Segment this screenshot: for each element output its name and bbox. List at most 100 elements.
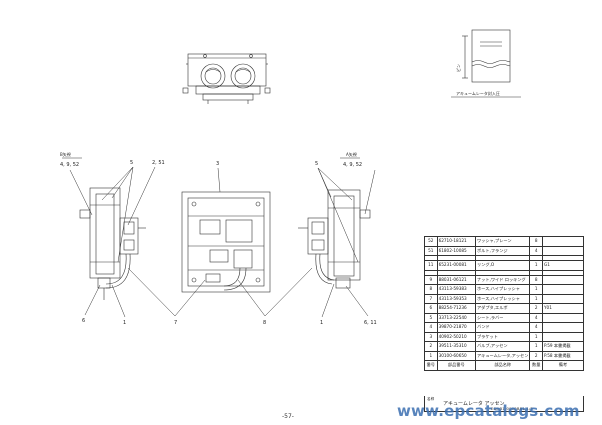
leader-lines <box>69 166 376 318</box>
cell-name <box>474 255 531 261</box>
title-block: 名称 アキュームレータ アッセン EDAB1-0000BB1 1/5 <box>424 396 584 412</box>
cell-part-no: 43113-59353 <box>436 293 476 304</box>
cell-qty: 8 <box>529 236 543 247</box>
cell-part-no: 40902-50210 <box>436 331 476 342</box>
cell-remarks <box>542 255 584 261</box>
callout-8: 8 <box>263 320 266 326</box>
header-remarks: 備考 <box>542 360 584 371</box>
cell-remarks <box>542 245 584 256</box>
title-block-label: 名称 <box>427 397 435 401</box>
cell-no: 6 <box>424 303 438 314</box>
cell-remarks <box>542 269 584 276</box>
cell-qty: 1 <box>529 284 543 295</box>
cell-no: 52 <box>424 236 438 247</box>
callout-6-11: 6, 11 <box>364 320 377 326</box>
cell-part-no: 33713-22540 <box>436 312 476 323</box>
cell-part-no: 65231-00081 <box>436 260 476 271</box>
cell-remarks: G1 <box>542 260 584 271</box>
cell-qty: 1 <box>529 260 543 271</box>
cell-no: 51 <box>424 245 438 256</box>
callout-5-right: 5 <box>315 161 318 167</box>
cell-name: バンド <box>474 322 531 333</box>
cell-remarks <box>542 236 584 247</box>
cell-no: 3 <box>424 331 438 342</box>
cell-remarks: P.59 本書掲載 <box>542 341 584 352</box>
cell-name: シート,ラバー <box>474 312 531 323</box>
table-row <box>424 269 584 276</box>
header-qty: 数量 <box>529 360 543 371</box>
cell-qty: 2 <box>529 350 543 361</box>
cell-qty: 1 <box>529 293 543 304</box>
cell-remarks <box>542 274 584 285</box>
cell-no: 5 <box>424 312 438 323</box>
accumulator-inset <box>451 21 524 98</box>
center-bracket-view <box>181 191 271 293</box>
cell-qty: 2 <box>529 303 543 314</box>
cell-name: ホース,ハイプレッシャ <box>474 293 531 304</box>
cell-part-no <box>436 255 476 261</box>
callout-4-9-52-right: 4, 9, 52 <box>343 162 362 168</box>
cell-qty: 1 <box>529 341 543 352</box>
left-side-view <box>79 187 146 300</box>
cell-remarks: P.58 本書掲載 <box>542 350 584 361</box>
cell-no: 11 <box>424 260 438 271</box>
page-number: -57- <box>282 413 294 420</box>
cell-remarks <box>542 322 584 333</box>
callout-3: 3 <box>216 161 219 167</box>
header-part-no: 部品番号 <box>436 360 476 371</box>
cell-part-no: 39870-21870 <box>436 322 476 333</box>
cell-part-no: 62710-18121 <box>436 236 476 247</box>
cell-no: 9 <box>424 274 438 285</box>
cell-name: ホース,ハイプレッシャ <box>474 284 531 295</box>
cell-no: 7 <box>424 293 438 304</box>
inset-side-label: ピン <box>456 64 461 72</box>
cell-no: 2 <box>424 341 438 352</box>
cell-name: アダプタ,エルボ <box>474 303 531 314</box>
cell-part-no <box>436 269 476 276</box>
cell-no: 8 <box>424 284 438 295</box>
header-name: 部品名称 <box>474 360 531 371</box>
cell-qty: 4 <box>529 312 543 323</box>
cell-part-no: 88254-71236 <box>436 303 476 314</box>
table-row <box>424 255 584 261</box>
top-assembly-view <box>182 53 271 104</box>
callout-1-left: 1 <box>123 320 126 326</box>
right-side-view <box>298 189 371 289</box>
view-mark-a: A矢視 <box>346 151 357 157</box>
view-mark-b: B矢視 <box>60 151 71 157</box>
cell-part-no: 43113-59383 <box>436 284 476 295</box>
callout-4-9-52-left: 4, 9, 52 <box>60 162 79 168</box>
callout-6-left: 6 <box>82 318 85 324</box>
cell-name: ブラケット <box>474 331 531 342</box>
cell-remarks <box>542 293 584 304</box>
drawing-number: EDAB1-0000BB1 1/5 <box>491 406 534 411</box>
callout-5-left: 5 <box>130 160 133 166</box>
cell-name <box>474 269 531 276</box>
assembly-name: アキュームレータ アッセン <box>443 401 505 407</box>
cell-qty: 4 <box>529 322 543 333</box>
cell-remarks <box>542 331 584 342</box>
callout-1-right: 1 <box>320 320 323 326</box>
cell-remarks <box>542 284 584 295</box>
cell-qty: 8 <box>529 274 543 285</box>
cell-remarks <box>542 312 584 323</box>
inset-caption: アキュームレータ封入圧 <box>456 90 500 96</box>
cell-no: 1 <box>424 350 438 361</box>
cell-part-no: 30100-60650 <box>436 350 476 361</box>
cell-part-no: 88031-06121 <box>436 274 476 285</box>
watermark: www.epcatalogs.com <box>397 402 580 420</box>
